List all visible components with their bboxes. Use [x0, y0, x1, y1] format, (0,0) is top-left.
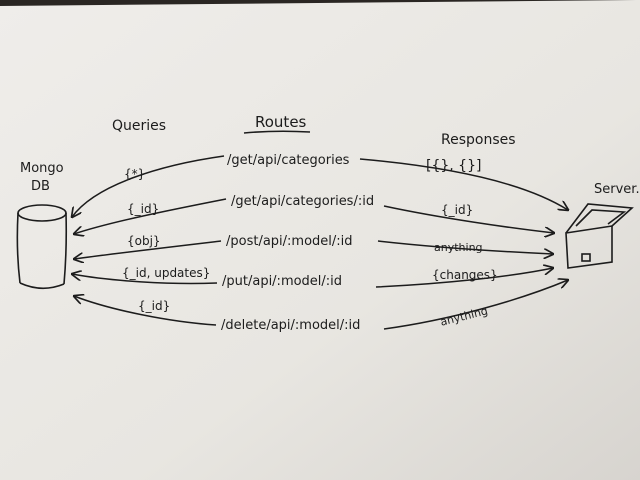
- response-arrow-1: [359, 158, 568, 210]
- response-2: {_id}: [441, 203, 473, 217]
- response-3: anything: [434, 241, 483, 254]
- route-4: /put/api/:model/:id: [222, 274, 342, 289]
- response-1: [{}, {}]: [426, 158, 481, 174]
- response-arrow-2: [383, 205, 554, 233]
- route-2: /get/api/categories/:id: [231, 194, 374, 209]
- query-arrow-2: [74, 198, 227, 234]
- query-arrow-1: [72, 155, 225, 217]
- server-label: Server.: [594, 182, 640, 197]
- query-4: {_id, updates}: [122, 266, 210, 280]
- query-arrow-4: [72, 274, 218, 285]
- response-arrow-4: [375, 268, 553, 288]
- query-arrow-3: [74, 240, 222, 259]
- query-1: {*}: [124, 167, 145, 181]
- route-1: /get/api/categories: [227, 153, 350, 168]
- query-3: {obj}: [127, 234, 161, 248]
- query-5: {_id}: [138, 299, 170, 313]
- route-3: /post/api/:model/:id: [226, 234, 353, 249]
- routes-header: Routes: [255, 113, 307, 131]
- queries-header: Queries: [112, 118, 166, 134]
- database-cylinder-icon: [16, 204, 68, 290]
- query-arrow-5: [74, 296, 217, 326]
- server-box-icon: [565, 203, 634, 269]
- route-5: /delete/api/:model/:id: [221, 318, 360, 333]
- response-arrow-5: [383, 280, 568, 330]
- db-label-mongo: Mongo: [20, 161, 64, 176]
- responses-header: Responses: [441, 132, 516, 148]
- db-label-db: DB: [31, 179, 50, 194]
- response-arrow-3: [377, 240, 553, 254]
- query-2: {_id}: [127, 202, 159, 216]
- routes-header-underline: [243, 130, 311, 134]
